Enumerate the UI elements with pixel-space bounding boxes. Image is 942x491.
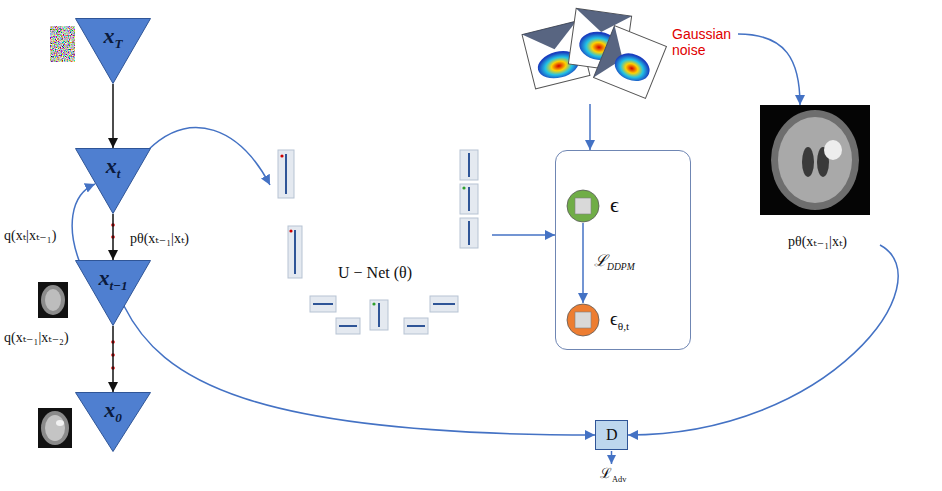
generated-image: pθ(xₜ₋₁|xₜ) — [755, 105, 880, 265]
node-text: ϵθ,t — [610, 308, 629, 330]
node-text: Gaussian noise — [672, 26, 736, 58]
mri-lesion — [56, 420, 64, 426]
timestep-triangle: xT — [75, 18, 151, 84]
unet-dot — [462, 186, 465, 189]
unet-channel — [339, 325, 357, 327]
node-text: ℒDDPM — [594, 249, 635, 271]
node-text: ϵ — [610, 192, 619, 218]
unet-block — [430, 296, 458, 312]
connector-arrow — [589, 104, 591, 150]
unet-channel — [433, 303, 455, 305]
unet-channel — [468, 187, 470, 211]
connector-arrow — [124, 306, 595, 435]
subscript: 0 — [115, 410, 122, 425]
unet-block — [460, 150, 478, 180]
mri-lesion — [824, 140, 842, 160]
noise-thumbnail — [50, 26, 75, 62]
mri-thumbnail — [38, 408, 72, 448]
timestep-triangle: x0 — [75, 392, 151, 452]
unet-channel — [313, 303, 333, 305]
noise-source: Gaussian noise — [520, 4, 736, 104]
unet-block: U − Net (θ) — [270, 148, 492, 348]
mri-thumbnail — [38, 282, 68, 318]
unet-dot — [289, 229, 292, 232]
noise-image — [575, 198, 591, 214]
mri-skull — [771, 110, 859, 210]
mri-ventricle — [802, 147, 814, 177]
connector-arrow — [148, 128, 270, 185]
timestep-triangle: xt−1 — [75, 260, 151, 326]
mri-brain — [41, 285, 65, 315]
connector-arrow — [582, 223, 584, 303]
annotation-label: ℒAdv — [598, 466, 628, 483]
noise-image — [575, 312, 591, 328]
unet-channel — [294, 230, 296, 274]
mri-brain — [778, 117, 852, 203]
mri-brain-inner — [45, 289, 61, 311]
unet-channel — [285, 154, 287, 194]
triangle-shape — [76, 149, 151, 214]
unet-illustration — [278, 150, 478, 334]
connector-arrow — [738, 34, 800, 105]
node-text: D — [606, 426, 618, 444]
unet-block — [460, 218, 478, 248]
plot-frame — [594, 26, 667, 99]
unet-channel — [378, 303, 380, 327]
triangle-shape — [76, 261, 151, 326]
triangle-shape — [76, 393, 151, 452]
connector-arrow — [112, 214, 114, 260]
connector-arrow — [492, 234, 555, 236]
circle-shape — [567, 304, 599, 336]
mri-image — [760, 105, 870, 215]
mri-brain — [41, 411, 69, 445]
noise-circle: ϵ — [566, 189, 646, 223]
mri-brain-inner — [45, 415, 65, 441]
node-outline — [566, 189, 646, 223]
unet-block — [336, 318, 360, 334]
edge-label: pθ(xₜ₋₁|xₜ) — [128, 231, 191, 248]
node-text: pθ(xₜ₋₁|xₜ) — [755, 233, 880, 250]
node-text: xt — [75, 153, 151, 179]
node-text: xT — [75, 23, 151, 49]
output-arrow — [611, 451, 613, 464]
loss-panel: ℒDDPM ϵ ϵθ,t — [555, 150, 691, 350]
subscript: Adv — [612, 475, 626, 484]
subscript: θ,t — [618, 320, 629, 332]
subscript: t — [117, 166, 121, 181]
unet-block — [310, 296, 336, 312]
node-text: xt−1 — [75, 265, 151, 291]
subscript: T — [114, 36, 122, 51]
discriminator-box: D — [595, 420, 628, 450]
unet-channel — [407, 325, 425, 327]
gaussian-plot — [594, 26, 667, 99]
unet-block — [404, 318, 428, 334]
connector-arrow — [112, 84, 114, 148]
unet-block — [288, 226, 302, 278]
annotation-label: q(xₜ₋₁|xₜ₋₂) — [2, 330, 71, 347]
unet-channel — [468, 153, 470, 177]
connector-arrow — [628, 245, 898, 435]
unet-block — [370, 300, 388, 330]
connector-arrow — [112, 326, 114, 392]
prediction-circle: ϵθ,t — [566, 303, 646, 337]
timestep-triangle: xt — [75, 148, 151, 214]
node-outline — [566, 303, 646, 337]
node-text: x0 — [75, 397, 151, 423]
unet-dot — [372, 302, 375, 305]
connector-arrow — [72, 184, 95, 263]
subscript: t−1 — [109, 278, 127, 293]
circle-shape — [567, 190, 599, 222]
unet-channel — [468, 221, 470, 245]
unet-block — [460, 184, 478, 214]
unet-dot — [280, 154, 283, 157]
gaussian-surface — [611, 48, 654, 86]
node-text: U − Net (θ) — [320, 264, 430, 282]
subscript: DDPM — [607, 261, 635, 272]
triangle-shape — [76, 19, 151, 84]
edge-label: q(xₜ|xₜ₋₁) — [2, 228, 58, 245]
unet-block — [278, 150, 294, 198]
